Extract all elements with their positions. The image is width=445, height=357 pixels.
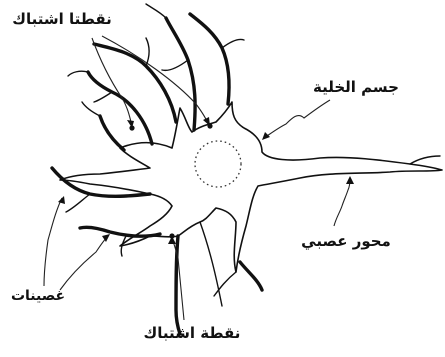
dendrite-upper-branch-b-twig-2 [146,4,166,18]
dendrite-bottom-side [200,222,222,306]
dendrite-upper-branch-c-twig [222,39,244,48]
arrowhead-cell-body [262,132,270,140]
arrowhead-dendrites-a [58,196,65,204]
label-axon: محور عصبي [301,232,391,250]
dendrite-upper-branch-b-twig [162,60,188,70]
dendrite-upper-branch-a-twig [146,38,149,66]
dendrite-top-left-twig-2 [68,71,88,76]
label-cell-body: جسم الخلية [313,78,399,96]
dendrite-lower-left-twig [66,194,90,212]
arrow-axon [334,178,350,226]
arrowhead-axon [346,176,354,184]
axon-terminal [410,156,440,164]
label-synapse-bottom: نقطة اشتباك [144,324,241,342]
arrow-dendrites-a [44,198,62,286]
dendrite-bottom-right [240,262,262,290]
arrow-dendrites-b [60,236,108,290]
dendrite-bottom [176,236,180,334]
dendrite-left-branch [100,116,124,150]
label-synapses-top: نقطتا اشتباك [12,10,112,28]
arrow-cell-body [264,100,330,138]
dendrite-left-branch-twig [82,102,100,116]
dendrite-top-left [88,72,152,144]
dendrite-top-left-twig [94,92,112,102]
arrowhead-dendrites-b [102,234,110,242]
label-dendrites: غصينات [11,288,65,304]
